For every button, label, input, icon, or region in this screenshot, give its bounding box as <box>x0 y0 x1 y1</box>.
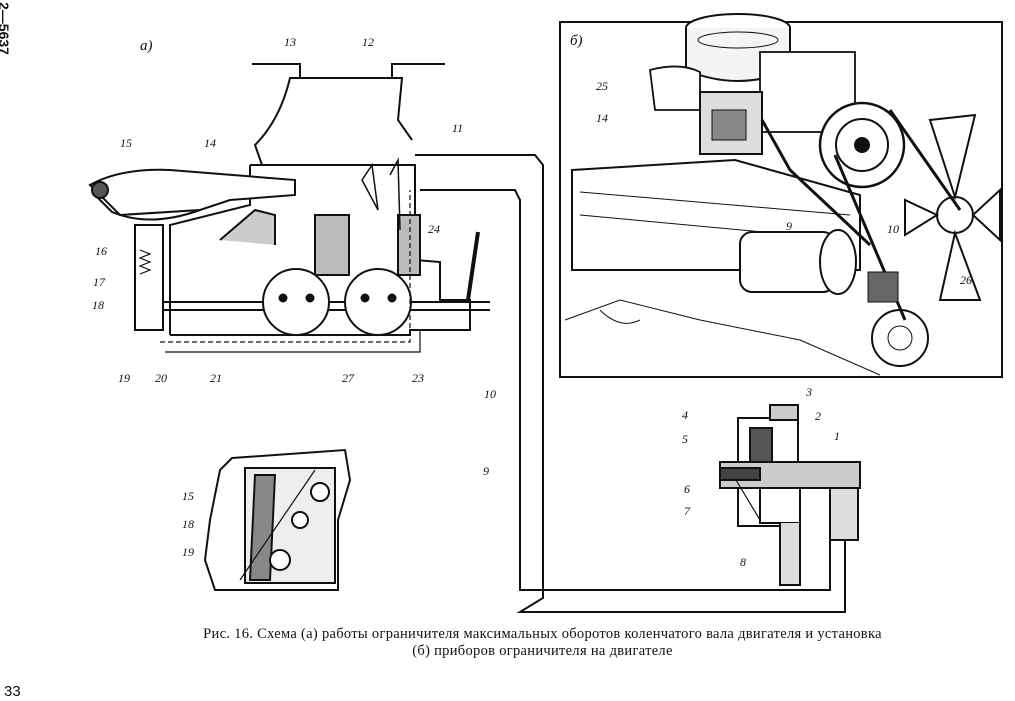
svg-text:б): б) <box>570 33 583 49</box>
detail-labels: 15 18 19 <box>182 489 194 559</box>
limiter-valve-drawing <box>719 404 861 586</box>
svg-text:25: 25 <box>596 79 608 93</box>
svg-text:14: 14 <box>204 136 216 150</box>
caption-line-2: (б) приборов ограничителя на двигателе <box>412 643 673 659</box>
caption-line-1: Рис. 16. Схема (а) работы ограничителя м… <box>203 626 882 642</box>
svg-text:11: 11 <box>452 121 463 135</box>
svg-text:9: 9 <box>483 464 489 478</box>
svg-text:26: 26 <box>960 273 972 287</box>
technical-drawing: а) 13 12 11 15 14 24 16 17 18 19 20 21 2… <box>88 13 1003 613</box>
svg-text:2: 2 <box>815 409 821 423</box>
svg-text:18: 18 <box>92 298 104 312</box>
panel-b-labels: б) 25 14 9 10 26 <box>570 33 972 287</box>
svg-text:1: 1 <box>834 429 840 443</box>
svg-text:6: 6 <box>684 482 690 496</box>
svg-text:12: 12 <box>362 35 374 49</box>
svg-text:16: 16 <box>95 244 107 258</box>
svg-text:13: 13 <box>284 35 296 49</box>
svg-text:23: 23 <box>412 371 424 385</box>
svg-text:8: 8 <box>740 555 746 569</box>
svg-text:14: 14 <box>596 111 608 125</box>
svg-text:3: 3 <box>805 385 812 399</box>
svg-text:7: 7 <box>684 504 691 518</box>
panel-a-labels: а) 13 12 11 15 14 24 16 17 18 19 20 21 2… <box>92 35 496 478</box>
svg-text:24: 24 <box>428 222 440 236</box>
svg-text:4: 4 <box>682 408 688 422</box>
panel-a-section-drawing <box>88 63 846 613</box>
svg-text:10: 10 <box>484 387 496 401</box>
figure-caption: Рис. 16. Схема (а) работы ограничителя м… <box>70 626 1015 660</box>
svg-text:19: 19 <box>182 545 194 559</box>
page-number: 33 <box>4 683 21 700</box>
svg-text:а): а) <box>140 38 153 54</box>
detail-governor-drawing <box>203 448 352 591</box>
svg-text:20: 20 <box>155 371 167 385</box>
valve-labels: 3 4 2 5 1 6 7 8 <box>682 385 840 569</box>
svg-text:15: 15 <box>120 136 132 150</box>
svg-text:17: 17 <box>93 275 106 289</box>
svg-text:10: 10 <box>887 222 899 236</box>
svg-text:19: 19 <box>118 371 130 385</box>
svg-text:15: 15 <box>182 489 194 503</box>
svg-text:27: 27 <box>342 371 355 385</box>
svg-text:9: 9 <box>786 219 792 233</box>
svg-text:18: 18 <box>182 517 194 531</box>
panel-b-engine-drawing <box>559 13 1003 378</box>
svg-text:5: 5 <box>682 432 688 446</box>
svg-text:21: 21 <box>210 371 222 385</box>
